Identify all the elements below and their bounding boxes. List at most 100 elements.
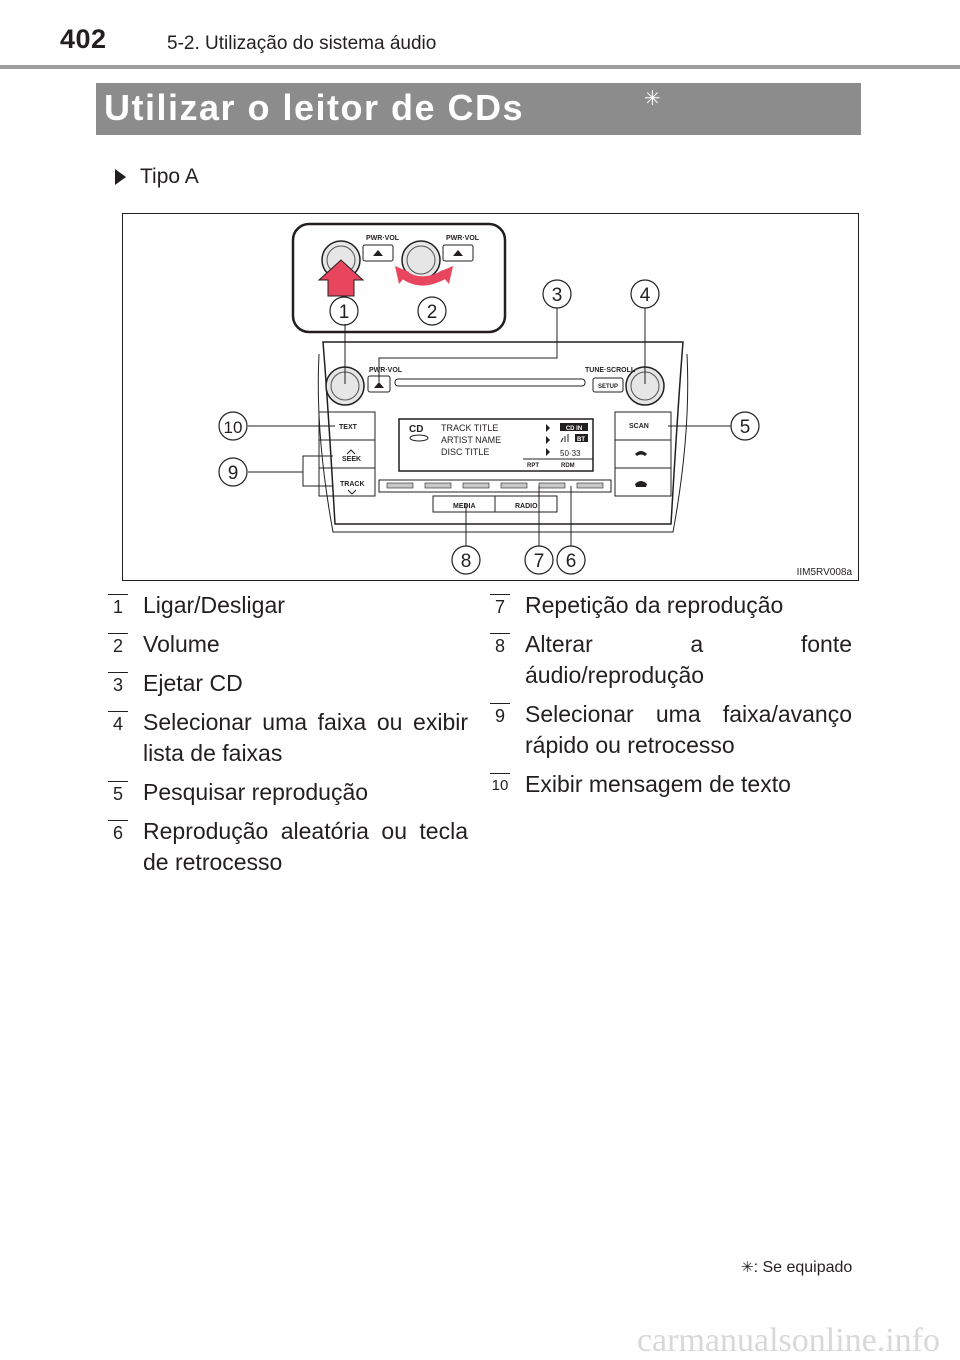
legend-text: Selecionar uma faixa/avanço rápido ou re… [525,701,852,758]
legend-number: 3 [108,672,128,697]
svg-text:BT: BT [577,437,585,443]
audio-unit-figure: PWR·VOL PWR·VOL 1 2 PWR·VOL TUN [122,213,859,581]
legend-number: 5 [108,781,128,806]
arrow-icon [546,448,550,456]
legend-text: Repetição da reprodução [525,592,784,618]
track-down-icon [347,489,357,495]
legend-text: Ejetar CD [143,670,243,696]
svg-text:CD IN: CD IN [566,426,582,432]
svg-text:2: 2 [427,302,438,323]
display-disc: DISC TITLE [441,447,489,457]
arrow-icon [546,424,550,432]
arrow-icon [546,436,550,444]
legend-number: 2 [108,633,128,658]
preset-button [424,482,452,489]
legend-number: 6 [108,820,128,845]
svg-text:5: 5 [740,417,751,438]
watermark: carmanualsonline.info [636,1322,940,1359]
page-title: Utilizar o leitor de CDs [104,87,525,128]
legend-number: 1 [108,594,128,619]
track-label: TRACK [340,481,365,488]
eject-icon [373,250,383,256]
radio-button-label: RADIO [515,503,538,510]
callout-4: 4 [630,279,660,309]
display-source: CD [409,424,423,435]
callout-6: 6 [556,545,586,575]
preset-button [386,482,414,489]
audio-unit-diagram: PWR·VOL PWR·VOL 1 2 PWR·VOL TUN [218,222,760,575]
legend-text: Reprodução aleatória ou tecla de retroce… [143,818,468,875]
svg-text:6: 6 [566,551,577,572]
display-time: 50·33 [560,449,581,458]
callout-10: 10 [218,411,248,441]
display-rdm: RDM [561,463,575,469]
title-banner: Utilizar o leitor de CDs ✳ [96,83,861,135]
legend-text: Selecionar uma faixa ou exibir lista de … [143,709,468,766]
display-artist: ARTIST NAME [441,435,501,445]
text-button-label: TEXT [339,424,358,431]
legend-text: Ligar/Desligar [143,592,285,618]
svg-text:8: 8 [461,551,472,572]
eject-icon [374,382,384,388]
svg-text:1: 1 [339,302,350,323]
section-title: 5-2. Utilização do sistema áudio [167,33,437,54]
media-button-label: MEDIA [453,503,476,510]
legend-number: 8 [490,633,510,658]
left-button-column [318,411,376,497]
setup-label: SETUP [598,384,618,390]
figure-code: IIM5RV008a [796,567,852,578]
subtitle: Tipo A [115,165,199,189]
preset-button [462,482,490,489]
callout-2: 2 [417,296,447,326]
callout-5: 5 [730,411,760,441]
scan-label: SCAN [629,423,649,430]
legend-item-9: 9 Selecionar uma faixa/avanço rápido ou r… [490,699,852,761]
display-track: TRACK TITLE [441,423,498,433]
preset-button [538,482,566,489]
setup-button [592,377,624,393]
legend-number: 10 [490,773,510,798]
asterisk-icon: ✳ [741,1259,754,1276]
callout-7: 7 [524,545,554,575]
header-divider [0,65,960,69]
svg-text:4: 4 [640,285,651,306]
callout-9: 9 [218,457,248,487]
right-button-column [614,411,672,497]
legend-item-6: 6 Reprodução aleatória ou tecla de retroc… [108,816,468,878]
legend-item-2: 2 Volume [108,629,468,660]
pwr-vol-label: PWR·VOL [369,367,403,374]
legend-text: Volume [143,631,220,657]
callout-8: 8 [451,545,481,575]
callout-3: 3 [542,279,572,309]
seek-label: SEEK [342,456,361,463]
svg-text:3: 3 [552,285,563,306]
preset-button [576,482,604,489]
footnote: ✳: Se equipado [741,1258,852,1277]
preset-button [500,482,528,489]
legend-number: 9 [490,703,510,728]
rotate-arrow-icon [400,270,448,286]
phone-pickup-icon [635,451,647,456]
subtitle-text: Tipo A [140,165,199,188]
legend-item-3: 3 Ejetar CD [108,668,468,699]
inset-pwr-vol-label-1: PWR·VOL [366,235,400,242]
inset-pwr-vol-label-2: PWR·VOL [446,235,480,242]
eject-icon [453,250,463,256]
display-rpt: RPT [527,463,539,469]
page-number: 402 [60,24,107,54]
asterisk-icon: ✳ [644,88,661,110]
disc-icon [409,434,429,442]
page-header: 402 5-2. Utilização do sistema áudio [0,0,960,70]
phone-hangup-icon [635,481,647,487]
seek-up-icon [346,449,356,455]
callout-1: 1 [329,296,359,326]
bt-badge [575,434,588,442]
svg-text:7: 7 [534,551,545,572]
